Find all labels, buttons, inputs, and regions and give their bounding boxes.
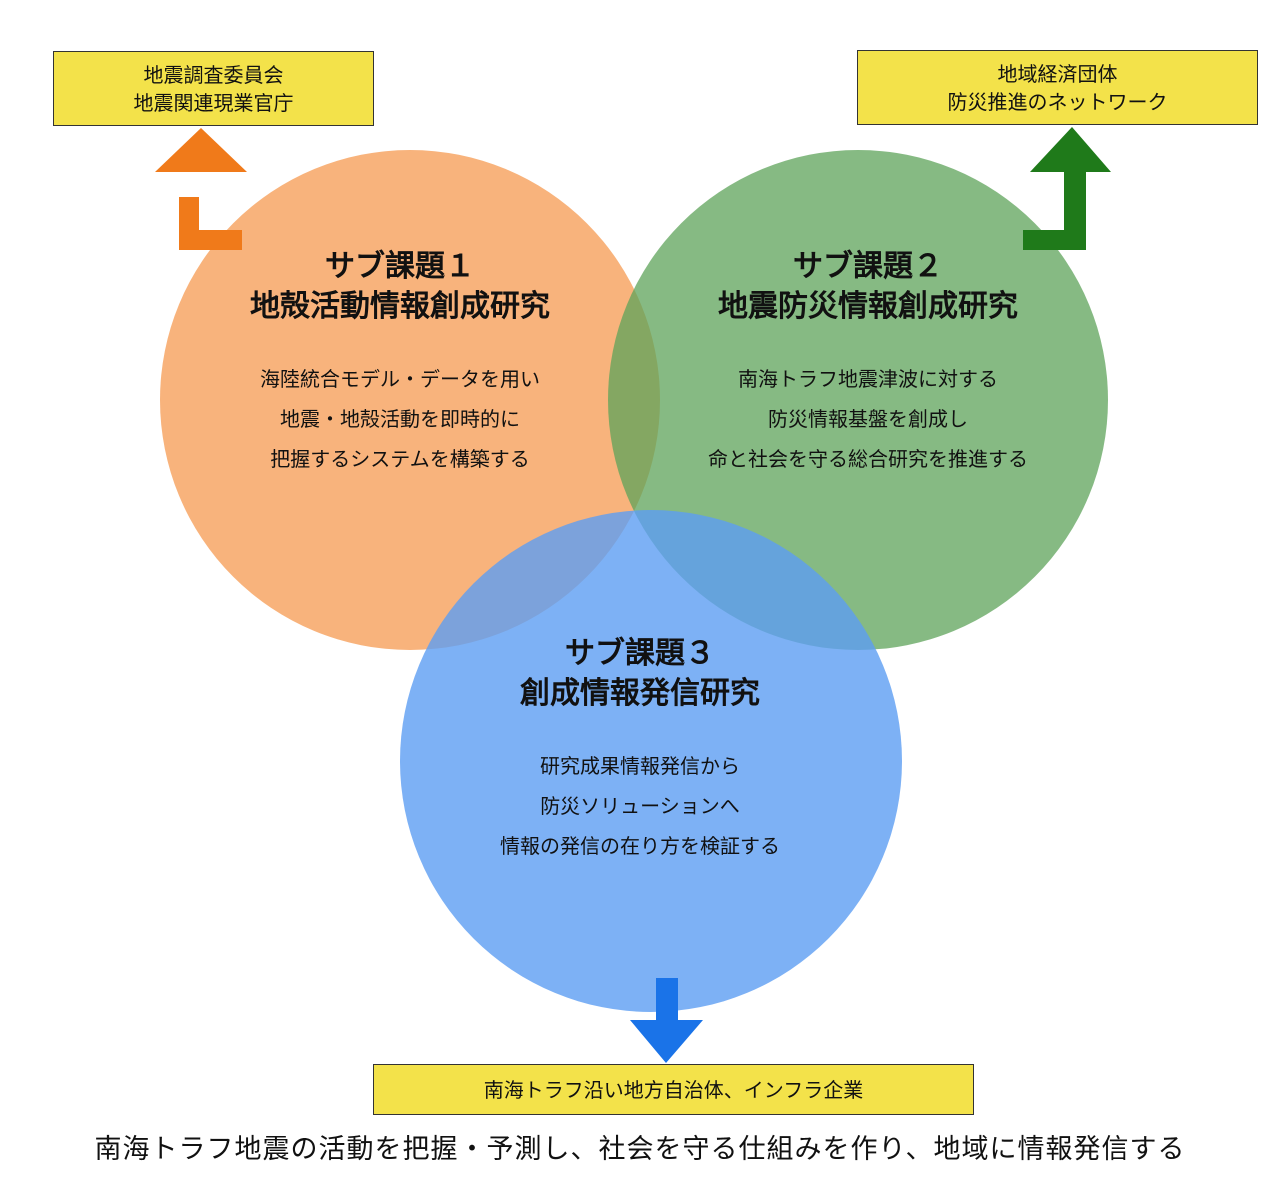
- sub1-title-line1: サブ課題１: [325, 249, 475, 284]
- green-arrow-icon: [1023, 127, 1111, 250]
- top-right-box-line1: 地域経済団体: [997, 61, 1118, 86]
- sub1-desc-line3: 把握するシステムを構築する: [270, 447, 530, 471]
- bottom-box: 南海トラフ沿い地方自治体、インフラ企業: [373, 1064, 974, 1115]
- sub3-title-line2: 創成情報発信研究: [520, 676, 760, 711]
- sub2-title-line2: 地震防災情報創成研究: [718, 289, 1018, 324]
- top-left-box: 地震調査委員会 地震関連現業官庁: [53, 51, 374, 126]
- sub1-title-line2: 地殻活動情報創成研究: [250, 289, 550, 324]
- sub3-desc-line1: 研究成果情報発信から: [540, 754, 740, 778]
- sub3-title-line1: サブ課題３: [565, 636, 715, 671]
- sub1-desc-line1: 海陸統合モデル・データを用い: [260, 367, 540, 391]
- sub2-title-line1: サブ課題２: [793, 249, 943, 284]
- sub3-title: サブ課題３ 創成情報発信研究: [500, 634, 780, 714]
- sub1-description: 海陸統合モデル・データを用い 地震・地殻活動を即時的に 把握するシステムを構築す…: [250, 359, 550, 479]
- sub3-desc-line3: 情報の発信の在り方を検証する: [500, 834, 780, 858]
- blue-arrow-icon: [630, 978, 703, 1063]
- sub1-text: サブ課題１ 地殻活動情報創成研究 海陸統合モデル・データを用い 地震・地殻活動を…: [250, 247, 550, 479]
- top-right-box: 地域経済団体 防災推進のネットワーク: [857, 50, 1258, 125]
- top-left-box-line1: 地震調査委員会: [143, 62, 284, 87]
- bottom-box-text: 南海トラフ沿い地方自治体、インフラ企業: [483, 1077, 864, 1102]
- orange-arrow-icon: [155, 128, 247, 250]
- top-left-box-line2: 地震関連現業官庁: [133, 90, 294, 115]
- circle-sub1: [160, 150, 660, 650]
- sub2-desc-line3: 命と社会を守る総合研究を推進する: [708, 447, 1028, 471]
- sub1-title: サブ課題１ 地殻活動情報創成研究: [250, 247, 550, 327]
- sub3-desc-line2: 防災ソリューションへ: [540, 794, 740, 818]
- sub3-text: サブ課題３ 創成情報発信研究 研究成果情報発信から 防災ソリューションへ 情報の…: [500, 634, 780, 866]
- sub3-description: 研究成果情報発信から 防災ソリューションへ 情報の発信の在り方を検証する: [500, 746, 780, 866]
- sub1-desc-line2: 地震・地殻活動を即時的に: [280, 407, 520, 431]
- sub2-desc-line2: 防災情報基盤を創成し: [768, 407, 968, 431]
- sub2-title: サブ課題２ 地震防災情報創成研究: [708, 247, 1028, 327]
- sub2-desc-line1: 南海トラフ地震津波に対する: [738, 367, 998, 391]
- sub2-text: サブ課題２ 地震防災情報創成研究 南海トラフ地震津波に対する 防災情報基盤を創成…: [708, 247, 1028, 479]
- sub2-description: 南海トラフ地震津波に対する 防災情報基盤を創成し 命と社会を守る総合研究を推進す…: [708, 359, 1028, 479]
- top-right-box-line2: 防災推進のネットワーク: [947, 89, 1168, 114]
- circle-sub3: [400, 510, 902, 1012]
- tagline: 南海トラフ地震の活動を把握・予測し、社会を守る仕組みを作り、地域に情報発信する: [94, 1134, 1186, 1165]
